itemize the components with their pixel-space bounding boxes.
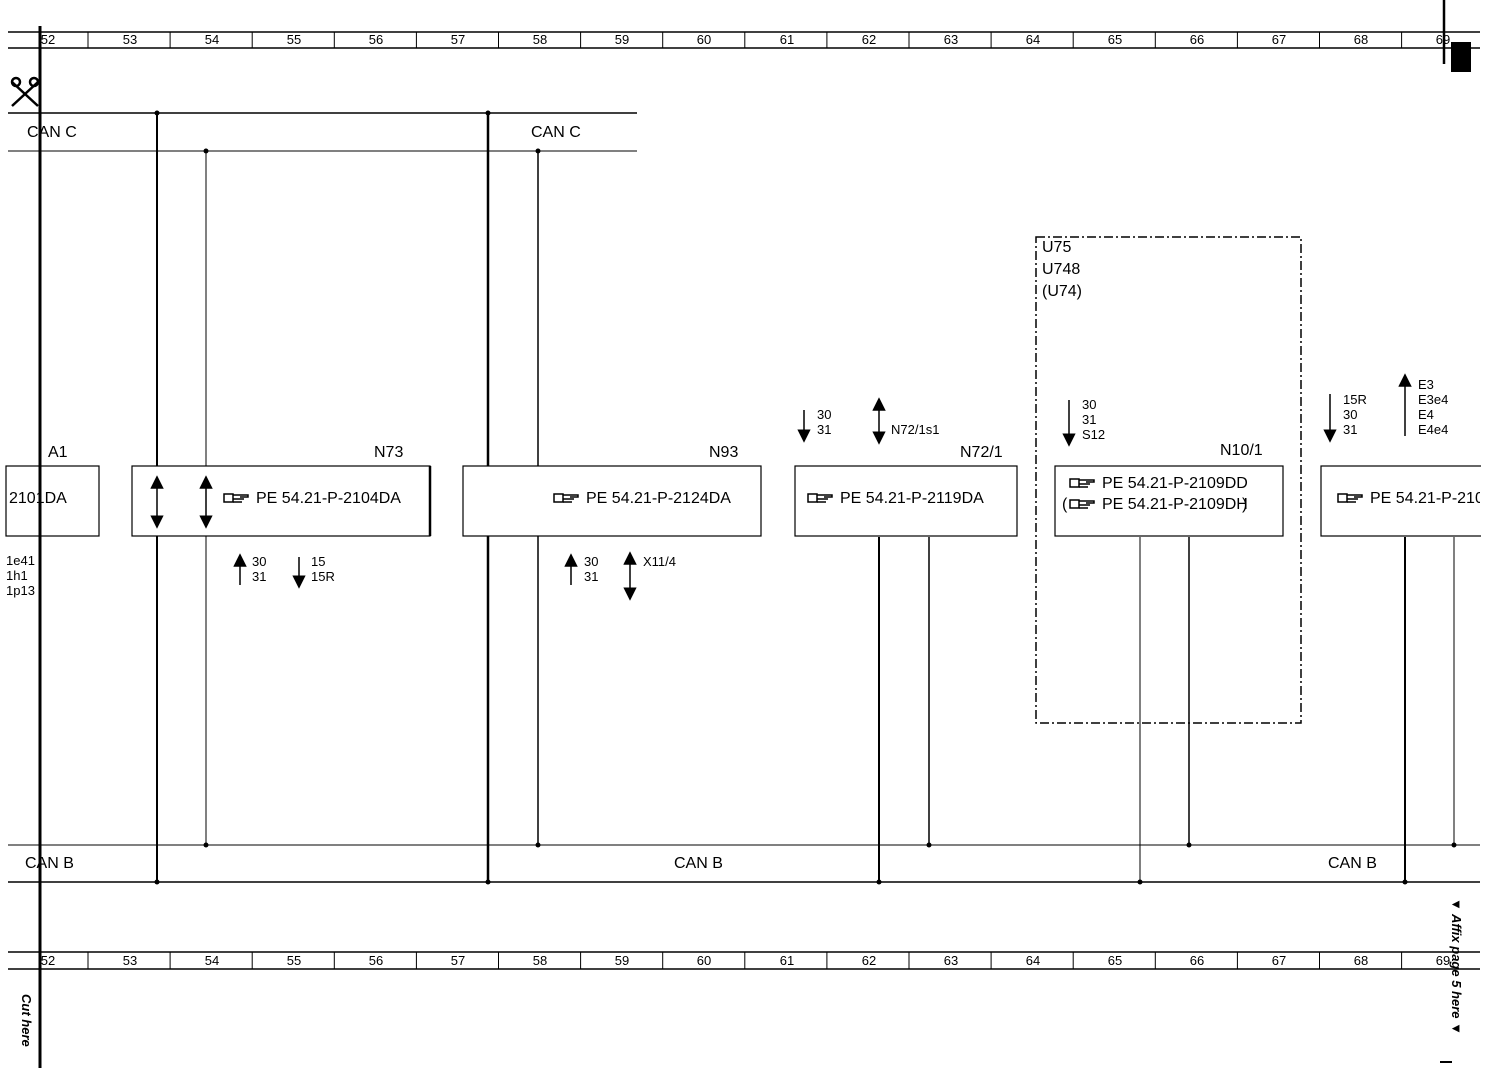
ruler-number: 53 — [123, 953, 137, 968]
ruler-number: 57 — [451, 32, 465, 47]
component-n73-ref: PE 54.21-P-2104DA — [256, 490, 401, 507]
component-a1-label: A1 — [48, 444, 68, 461]
ruler-number: 52 — [41, 32, 55, 47]
ruler-number: 68 — [1354, 32, 1368, 47]
ruler-number: 66 — [1190, 953, 1204, 968]
component-a1-ref: 2101DA — [9, 490, 67, 507]
ruler-number: 58 — [533, 953, 547, 968]
ruler-number: 53 — [123, 32, 137, 47]
signal-label: 31 — [817, 422, 831, 437]
bracket-open: ( — [1062, 496, 1068, 513]
ruler-number: 52 — [41, 953, 55, 968]
signal-label: S12 — [1082, 427, 1105, 442]
option-code: (U74) — [1042, 283, 1082, 300]
ruler-number: 67 — [1272, 953, 1286, 968]
signal-label: N72/1s1 — [891, 422, 939, 437]
ruler-number: 64 — [1026, 953, 1040, 968]
component-right-box — [1320, 465, 1492, 537]
top-ruler: 52 53 54 55 56 57 58 59 60 61 62 63 64 6… — [8, 31, 1480, 49]
signal-label: 31 — [1343, 422, 1357, 437]
ruler-number: 61 — [780, 32, 794, 47]
component-n73-box — [131, 465, 431, 537]
signal-label: E3e4 — [1418, 392, 1448, 407]
ruler-number: 56 — [369, 953, 383, 968]
ruler-number: 65 — [1108, 953, 1122, 968]
signal-label: E3 — [1418, 377, 1434, 392]
ruler-number: 65 — [1108, 32, 1122, 47]
signal-label: 15R — [311, 569, 335, 584]
option-code: U75 — [1042, 239, 1071, 256]
affix-page-note: ▼ Affix page 5 here ▼ — [1449, 898, 1464, 1035]
component-n73-label: N73 — [374, 444, 403, 461]
can-c-label: CAN C — [27, 124, 77, 141]
can-c-label: CAN C — [531, 124, 581, 141]
can-b-label: CAN B — [25, 855, 74, 872]
page-corner-mark — [1451, 42, 1471, 72]
ruler-number: 69 — [1436, 953, 1450, 968]
signal-label: 30 — [584, 554, 598, 569]
signal-label: E4 — [1418, 407, 1434, 422]
ruler-number: 62 — [862, 953, 876, 968]
ruler-number: 66 — [1190, 32, 1204, 47]
ruler-number: 64 — [1026, 32, 1040, 47]
component-a1-box — [5, 465, 100, 537]
ruler-number: 57 — [451, 953, 465, 968]
ruler-number: 60 — [697, 953, 711, 968]
ruler-number: 56 — [369, 32, 383, 47]
can-b-label: CAN B — [1328, 855, 1377, 872]
signal-label: 30 — [1082, 397, 1096, 412]
component-n10-1-label: N10/1 — [1220, 442, 1263, 459]
ruler-number: 55 — [287, 32, 301, 47]
ruler-number: 54 — [205, 32, 219, 47]
bracket-close: ) — [1242, 496, 1247, 513]
signal-label: 1h1 — [6, 568, 28, 583]
component-n10-1-ref-alt: PE 54.21-P-2109DH — [1102, 496, 1248, 513]
component-right-ref: PE 54.21-P-210 — [1370, 490, 1484, 507]
can-c-bus — [8, 112, 637, 152]
can-b-bus — [8, 844, 1480, 883]
component-n10-1-ref: PE 54.21-P-2109DD — [1102, 475, 1248, 492]
signal-label: 31 — [252, 569, 266, 584]
signal-label: 1e41 — [6, 553, 35, 568]
option-code: U748 — [1042, 261, 1080, 278]
ruler-number: 63 — [944, 953, 958, 968]
signal-label: 30 — [252, 554, 266, 569]
ruler-number: 61 — [780, 953, 794, 968]
option-frame — [1035, 236, 1302, 724]
signal-label: 31 — [584, 569, 598, 584]
signal-label: 15 — [311, 554, 325, 569]
signal-label: 30 — [817, 407, 831, 422]
ruler-number: 68 — [1354, 953, 1368, 968]
can-b-label: CAN B — [674, 855, 723, 872]
component-n72-1-label: N72/1 — [960, 444, 1003, 461]
component-n93-ref: PE 54.21-P-2124DA — [586, 490, 731, 507]
signal-label: 1p13 — [6, 583, 35, 598]
cut-here-note: Cut here — [19, 994, 34, 1047]
signal-label: 15R — [1343, 392, 1367, 407]
ruler-number: 67 — [1272, 32, 1286, 47]
scissors-icon — [10, 76, 40, 107]
component-n93-label: N93 — [709, 444, 738, 461]
ruler-number: 59 — [615, 953, 629, 968]
ruler-number: 54 — [205, 953, 219, 968]
ruler-number: 58 — [533, 32, 547, 47]
signal-label: E4e4 — [1418, 422, 1448, 437]
signal-label: 31 — [1082, 412, 1096, 427]
component-n72-1-box — [794, 465, 1018, 537]
component-n72-1-ref: PE 54.21-P-2119DA — [840, 490, 984, 507]
signal-label: 30 — [1343, 407, 1357, 422]
ruler-number: 59 — [615, 32, 629, 47]
junction-dots — [154, 110, 1457, 885]
ruler-number: 55 — [287, 953, 301, 968]
ruler-number: 60 — [697, 32, 711, 47]
component-n93-box — [462, 465, 762, 537]
ruler-number: 62 — [862, 32, 876, 47]
bottom-ruler: 52 53 54 55 56 57 58 59 60 61 62 63 64 6… — [8, 951, 1480, 970]
signal-label: X11/4 — [643, 554, 676, 569]
ruler-number: 63 — [944, 32, 958, 47]
